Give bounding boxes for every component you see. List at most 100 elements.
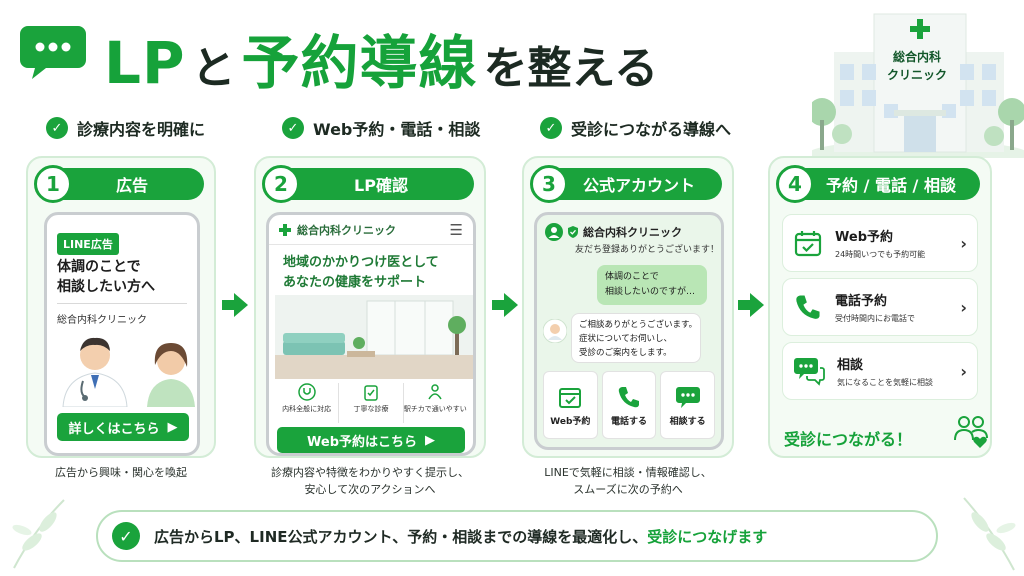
- bot-message-line-2: 症状についてお伺いし、: [579, 334, 672, 344]
- lp-hero-line-2: あなたの健康をサポート: [283, 275, 427, 290]
- play-icon: ▶: [425, 432, 435, 448]
- step-1-caption-line: 広告から興味・関心を喚起: [55, 466, 187, 479]
- verified-shield-icon: [568, 226, 578, 238]
- option-subtitle: 24時間いつでも予約可能: [835, 250, 926, 259]
- stethoscope-icon: [297, 383, 316, 401]
- lp-feature-list: 内科全般に対応 丁寧な診療 駅チカで通いやすい: [275, 383, 467, 423]
- divider: [57, 303, 187, 304]
- title-to: と: [191, 43, 236, 94]
- clipboard-icon: [364, 385, 378, 401]
- step-number: 1: [34, 165, 72, 203]
- web-reserve-button[interactable]: Web予約はこちら ▶: [277, 427, 465, 453]
- ad-headline-line-1: 体調のことで: [57, 259, 141, 275]
- option-phone-reserve[interactable]: 電話予約 受付時間内にお電話で ›: [782, 278, 978, 336]
- clinic-sign-line-2: クリニック: [886, 68, 947, 82]
- bullet-2-text: Web予約・電話・相談: [313, 120, 481, 139]
- step-header-1: 1 広告: [34, 165, 204, 203]
- step-label: LP確認: [354, 176, 408, 195]
- lp-feature-label: 駅チカで通いやすい: [403, 405, 467, 413]
- line-chat-mockup: 総合内科クリニック 友だち登録ありがとうございます！ 体調のことで 相談したいの…: [534, 212, 724, 450]
- leaf-decoration-right: [963, 497, 1016, 571]
- title-tail: を整える: [483, 43, 659, 94]
- doctor-patient-illustration: [62, 337, 195, 407]
- option-consult[interactable]: 相談 気になることを気軽に相談 ›: [782, 342, 978, 400]
- check-icon: ✓: [46, 117, 68, 139]
- arrow-right-icon: [222, 293, 248, 317]
- chat-bubbles-icon: [794, 358, 825, 386]
- option-title: 相談: [837, 358, 864, 373]
- chat-action-web-reserve[interactable]: Web予約: [543, 371, 598, 439]
- chat-action-consult[interactable]: 相談する: [660, 371, 716, 439]
- check-icon: ✓: [540, 117, 562, 139]
- calendar-check-icon: [794, 231, 822, 257]
- phone-icon: [796, 295, 820, 319]
- step-card-2: 2 LP確認 総合内科クリニック ☰ 地域のかかりつけ医として あなたの健康をサ…: [254, 156, 486, 458]
- chat-action-label: 相談する: [669, 416, 706, 427]
- title-lp: LP: [104, 29, 186, 97]
- lp-clinic-name: 総合内科クリニック: [297, 223, 396, 237]
- step-label: 広告: [115, 176, 148, 195]
- bullet-2: ✓ Web予約・電話・相談: [282, 116, 480, 140]
- step-header-2: 2 LP確認: [262, 165, 474, 203]
- chevron-right-icon: ›: [960, 361, 967, 381]
- step-number: 2: [262, 165, 300, 203]
- lp-header: 総合内科クリニック ☰: [269, 215, 473, 245]
- web-reserve-button-label: Web予約はこちら: [307, 434, 417, 450]
- arrow-right-icon: [738, 293, 764, 317]
- lp-hero-line-1: 地域のかかりつけ医として: [283, 255, 439, 270]
- user-message-line-2: 相談したいのですが…: [605, 287, 696, 297]
- user-message-bubble: 体調のことで 相談したいのですが…: [597, 265, 707, 305]
- chat-action-row: Web予約 電話する 相談する: [543, 371, 716, 439]
- page-title: LP と 予約導線 を整える: [104, 16, 664, 100]
- step-number: 3: [530, 165, 568, 203]
- calendar-check-icon: [559, 387, 582, 408]
- option-text: 相談 気になることを気軽に相談: [837, 354, 933, 388]
- step-card-1: 1 広告 LINE広告 体調のことで 相談したい方へ 総合内科クリニック: [26, 156, 216, 458]
- result-label: 受診につながる！: [784, 430, 913, 449]
- ad-detail-button-label: 詳しくはこちら: [68, 421, 160, 437]
- clinic-sign: 総合内科 クリニック: [880, 48, 954, 88]
- title-main: 予約導線: [241, 29, 478, 97]
- option-text: 電話予約 受付時間内にお電話で: [835, 290, 915, 324]
- waiting-room-image: [275, 295, 473, 379]
- footer-text-highlight: 受診につなげます: [647, 527, 768, 546]
- step-3-caption-line-1: LINEで気軽に相談・情報確認し、: [544, 466, 712, 479]
- step-2-caption-line-1: 診療内容や特徴をわかりやすく提示し、: [271, 466, 469, 479]
- clinic-building-illustration: [812, 8, 1024, 158]
- bullet-3: ✓ 受診につながる導線へ: [540, 116, 731, 140]
- chat-bubble-icon: [675, 386, 700, 408]
- bot-message-line-3: 受診のご案内をします。: [579, 348, 672, 358]
- step-3-caption-line-2: スムーズに次の予約へ: [573, 483, 683, 496]
- ad-clinic-name: 総合内科クリニック: [57, 315, 147, 326]
- chat-greeting: 友だち登録ありがとうございます！: [575, 245, 720, 255]
- option-web-reserve[interactable]: Web予約 24時間いつでも予約可能 ›: [782, 214, 978, 272]
- option-subtitle: 受付時間内にお電話で: [835, 314, 915, 323]
- option-title: 電話予約: [835, 294, 888, 309]
- hamburger-menu-icon[interactable]: ☰: [449, 220, 463, 239]
- step-1-caption: 広告から興味・関心を喚起: [26, 464, 216, 481]
- chat-action-call[interactable]: 電話する: [601, 371, 657, 439]
- people-icon: [428, 384, 442, 400]
- lp-feature-label: 丁寧な診療: [353, 405, 389, 413]
- step-card-3: 3 公式アカウント 総合内科クリニック 友だち登録ありがとうございます！ 体調の…: [522, 156, 734, 458]
- footer-summary: ✓ 広告からLP、LINE公式アカウント、予約・相談までの導線を最適化し、受診に…: [96, 510, 938, 562]
- step-card-4: 4 予約 / 電話 / 相談 Web予約 24時間いつでも予約可能 › 電話予約…: [768, 156, 992, 458]
- step-2-caption: 診療内容や特徴をわかりやすく提示し、 安心して次のアクションへ: [254, 464, 486, 498]
- option-title: Web予約: [835, 230, 893, 245]
- arrow-right-icon: [492, 293, 518, 317]
- option-subtitle: 気になることを気軽に相談: [837, 378, 933, 387]
- step-header-4: 4 予約 / 電話 / 相談: [776, 165, 980, 203]
- ad-headline-line-2: 相談したい方へ: [57, 279, 155, 295]
- ad-headline: 体調のことで 相談したい方へ: [57, 257, 155, 297]
- step-2-caption-line-2: 安心して次のアクションへ: [304, 483, 436, 496]
- lp-feature: 丁寧な診療: [339, 383, 404, 423]
- chevron-right-icon: ›: [960, 297, 967, 317]
- doctor-avatar-icon: [543, 319, 567, 343]
- ad-detail-button[interactable]: 詳しくはこちら ▶: [57, 413, 189, 441]
- step-label: 公式アカウント: [582, 176, 695, 195]
- bullet-1-text: 診療内容を明確に: [77, 120, 206, 139]
- step-label: 予約 / 電話 / 相談: [826, 176, 956, 195]
- chevron-right-icon: ›: [960, 233, 967, 253]
- chat-clinic-name: 総合内科クリニック: [583, 226, 682, 239]
